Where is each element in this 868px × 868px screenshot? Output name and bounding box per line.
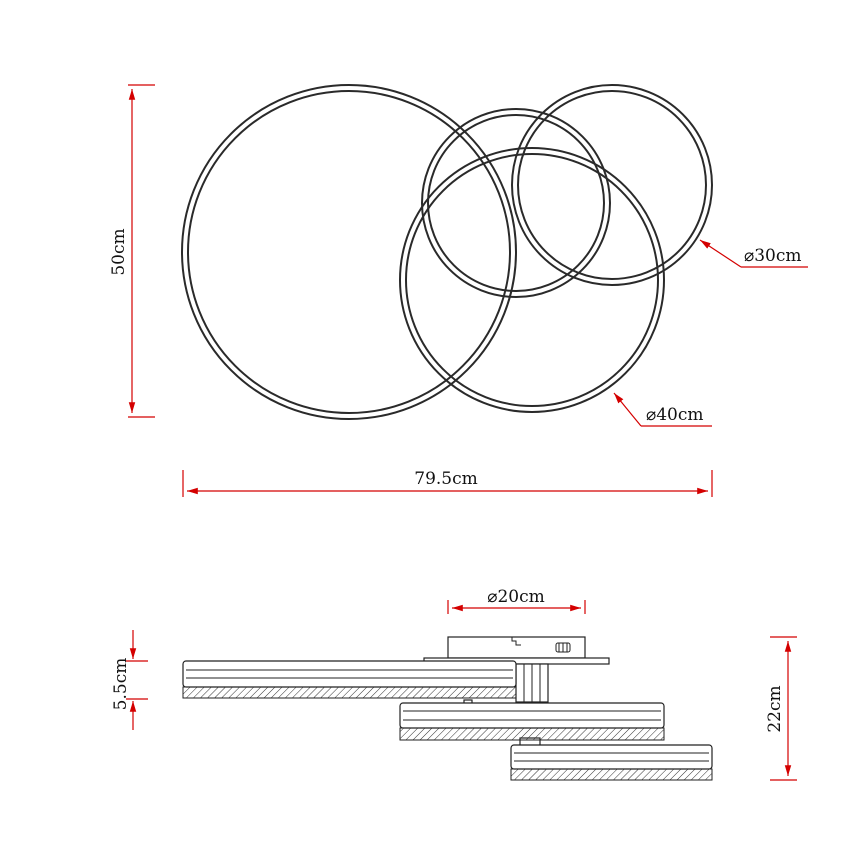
ring-tier-3 xyxy=(510,744,713,781)
ring-large-left xyxy=(181,84,517,420)
ring-height-dimension: 5.5cm xyxy=(111,630,148,730)
total-height-label: 22cm xyxy=(765,685,785,732)
side-view: ⌀20cm xyxy=(111,587,797,781)
width-label: 79.5cm xyxy=(414,469,478,489)
canopy-dimension: ⌀20cm xyxy=(447,587,586,614)
total-height-dimension: 22cm xyxy=(765,636,797,781)
canopy-label: ⌀20cm xyxy=(487,587,545,607)
ring-30cm xyxy=(511,84,713,286)
small-ring-label: ⌀30cm xyxy=(744,246,802,266)
ring-height-label: 5.5cm xyxy=(111,658,131,711)
leader-30cm: ⌀30cm xyxy=(699,239,808,268)
canopy xyxy=(423,636,610,665)
height-dimension: 50cm xyxy=(109,84,155,418)
ring-medium-back xyxy=(421,108,611,298)
large-ring-label: ⌀40cm xyxy=(646,405,704,425)
top-view: 50cm 79.5cm ⌀30cm ⌀40cm xyxy=(109,84,808,497)
ring-tier-1 xyxy=(182,660,517,699)
ring-40cm xyxy=(399,147,665,413)
height-label: 50cm xyxy=(109,228,129,275)
width-dimension: 79.5cm xyxy=(182,469,713,497)
ring-tier-2 xyxy=(399,702,665,741)
leader-40cm: ⌀40cm xyxy=(613,392,712,427)
